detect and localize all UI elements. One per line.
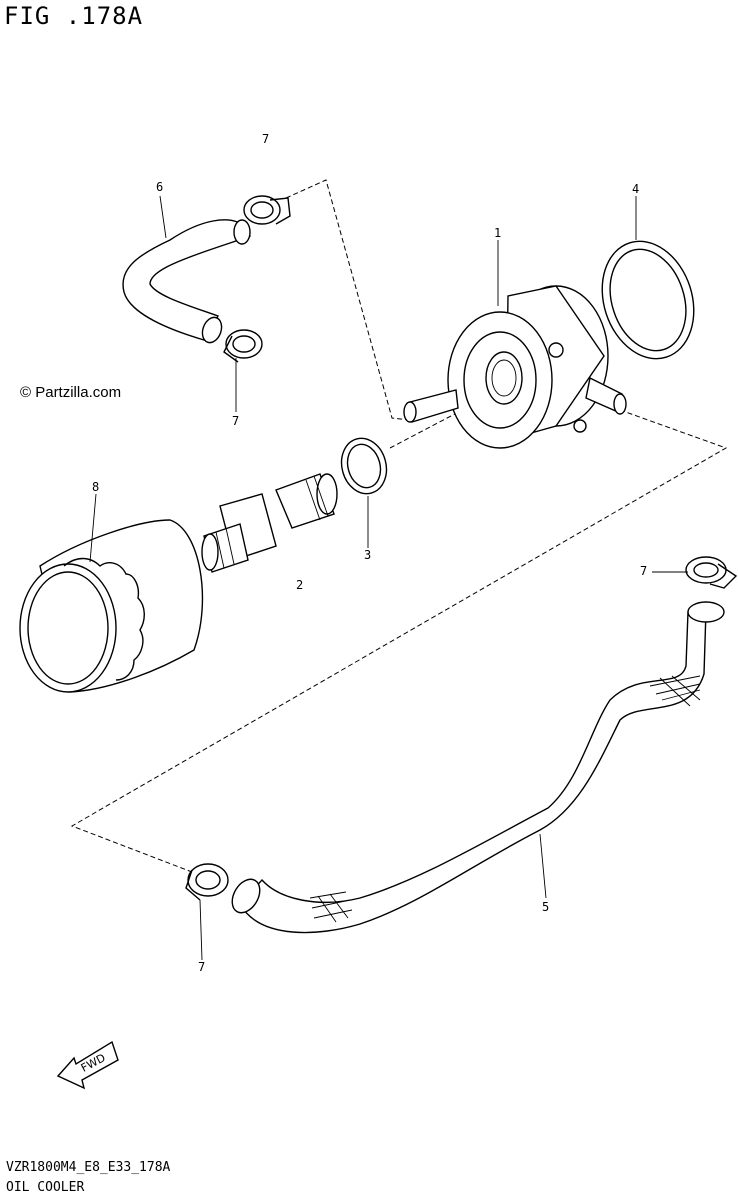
oil-filter-8 <box>19 519 204 693</box>
callout-4: 4 <box>632 182 640 196</box>
oil-cooler-1 <box>403 285 627 449</box>
callout-1: 1 <box>494 226 502 240</box>
union-bolt-2 <box>201 473 338 573</box>
callout-7-top: 7 <box>262 132 270 146</box>
hose-clamp-7a <box>243 195 291 225</box>
callout-6: 6 <box>156 180 164 194</box>
leader-5 <box>539 833 547 899</box>
callout-7-right: 7 <box>640 564 648 578</box>
copyright-watermark: © Partzilla.com <box>20 384 122 401</box>
leader-8 <box>89 493 97 563</box>
o-ring-4 <box>601 240 695 360</box>
hose-6 <box>122 219 252 344</box>
callout-5: 5 <box>542 900 550 914</box>
diagram-code: VZR1800M4_E8_E33_178A <box>6 1160 171 1175</box>
gasket-3 <box>340 437 388 495</box>
fwd-arrow: FWD <box>56 1040 119 1090</box>
hose-clamp-7d <box>185 863 229 901</box>
hose-5 <box>231 601 725 934</box>
hose-route-upper <box>285 179 411 421</box>
hose-clamp-7c <box>685 556 738 589</box>
hose-clamp-7b <box>223 329 263 363</box>
hose-route-lower <box>70 409 728 873</box>
callout-7-left: 7 <box>232 414 240 428</box>
diagram-name: OIL COOLER <box>6 1180 85 1195</box>
callout-8: 8 <box>92 480 100 494</box>
figure-title: FIG .178A <box>4 2 144 30</box>
callout-3: 3 <box>364 548 372 562</box>
leader-6 <box>159 195 167 239</box>
leader-7d <box>199 899 203 961</box>
callout-2: 2 <box>296 578 304 592</box>
callout-7-bottom: 7 <box>198 960 206 974</box>
